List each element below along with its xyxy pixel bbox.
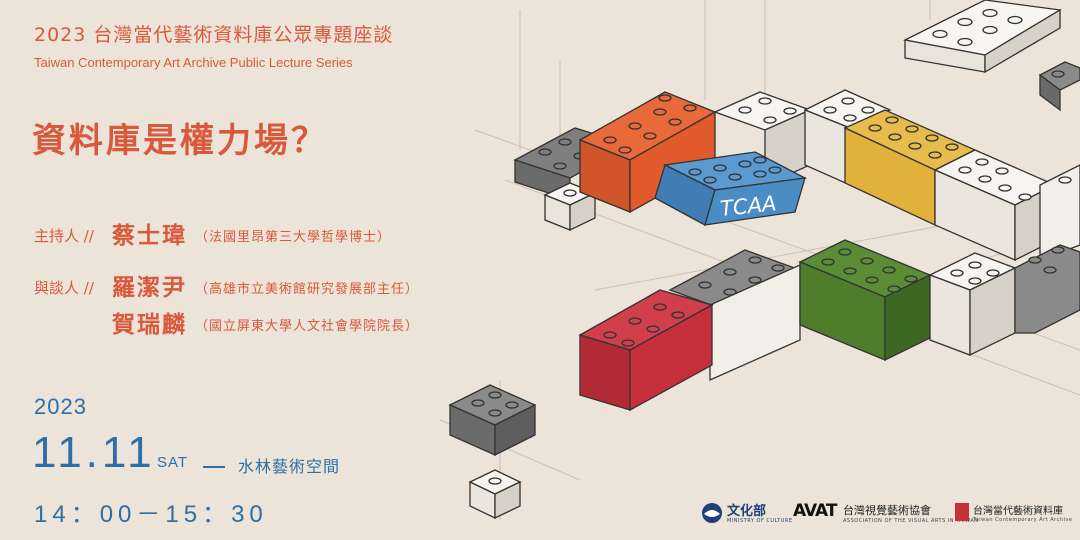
panelist-name: 羅潔尹 xyxy=(112,275,187,301)
panelist-affiliation: （國立屏東大學人文社會學院院長） xyxy=(195,319,420,334)
avat-mark: AVAT xyxy=(793,501,837,521)
series-title-en: Taiwan Contemporary Art Archive Public L… xyxy=(34,55,353,70)
divider xyxy=(203,466,225,468)
tcaa-brick-label: TCAA xyxy=(719,191,777,221)
event-year: 2023 xyxy=(34,394,87,419)
orange-brick xyxy=(578,91,717,214)
white-gray-brick-right xyxy=(928,244,1080,357)
panelist-affiliation: （高雄市立美術館研究發展部主任） xyxy=(195,282,420,297)
moc-subtitle: MINISTRY OF CULTURE xyxy=(727,518,793,524)
panelist-role: 與談人 // xyxy=(34,279,94,297)
white-brick-top xyxy=(902,0,1062,74)
moc-name: 文化部 xyxy=(727,504,767,519)
gray-white-brick-lower xyxy=(668,249,802,382)
tcaa-seal-icon xyxy=(955,503,969,521)
tcaa-blue-brick xyxy=(654,151,808,226)
gray-brick-small-right xyxy=(1038,61,1080,112)
page-title: 資料庫是權力場？ xyxy=(32,121,328,161)
tcaa-logo: 台灣當代藝術資料庫 Taiwan Contemporary Art Archiv… xyxy=(955,500,1075,526)
yellow-brick xyxy=(843,109,977,227)
event-date: 11.11 xyxy=(32,428,156,477)
green-brick xyxy=(798,239,932,362)
avat-logo: AVAT 台灣視覺藝術協會 ASSOCIATION OF THE VISUAL … xyxy=(793,500,978,526)
host-affiliation: （法國里昂第三大學哲學博士） xyxy=(195,230,392,245)
moc-emblem-icon xyxy=(702,503,722,523)
host-role: 主持人 // xyxy=(34,227,94,245)
white-brick-right xyxy=(933,149,1080,262)
event-venue: 水林藝術空間 xyxy=(238,457,341,476)
tcaa-name: 台灣當代藝術資料庫 xyxy=(973,506,1063,517)
series-title-zh: 2023 台灣當代藝術資料庫公眾專題座談 xyxy=(34,24,394,46)
avat-subtitle: ASSOCIATION OF THE VISUAL ARTS IN TAIWAN xyxy=(843,518,979,524)
gray-brick-bottom xyxy=(448,384,537,457)
moc-logo: 文化部 MINISTRY OF CULTURE xyxy=(700,500,792,526)
red-brick xyxy=(578,289,714,412)
tcaa-subtitle: Taiwan Contemporary Art Archive xyxy=(973,517,1073,523)
avat-name: 台灣視覺藝術協會 xyxy=(843,504,931,517)
event-time: 14：00－15：30 xyxy=(34,501,268,528)
host-name: 蔡士瑋 xyxy=(112,223,187,249)
panelist-name: 賀瑞麟 xyxy=(112,312,187,338)
white-brick-bottom xyxy=(468,469,522,520)
event-day: SAT xyxy=(157,454,189,471)
